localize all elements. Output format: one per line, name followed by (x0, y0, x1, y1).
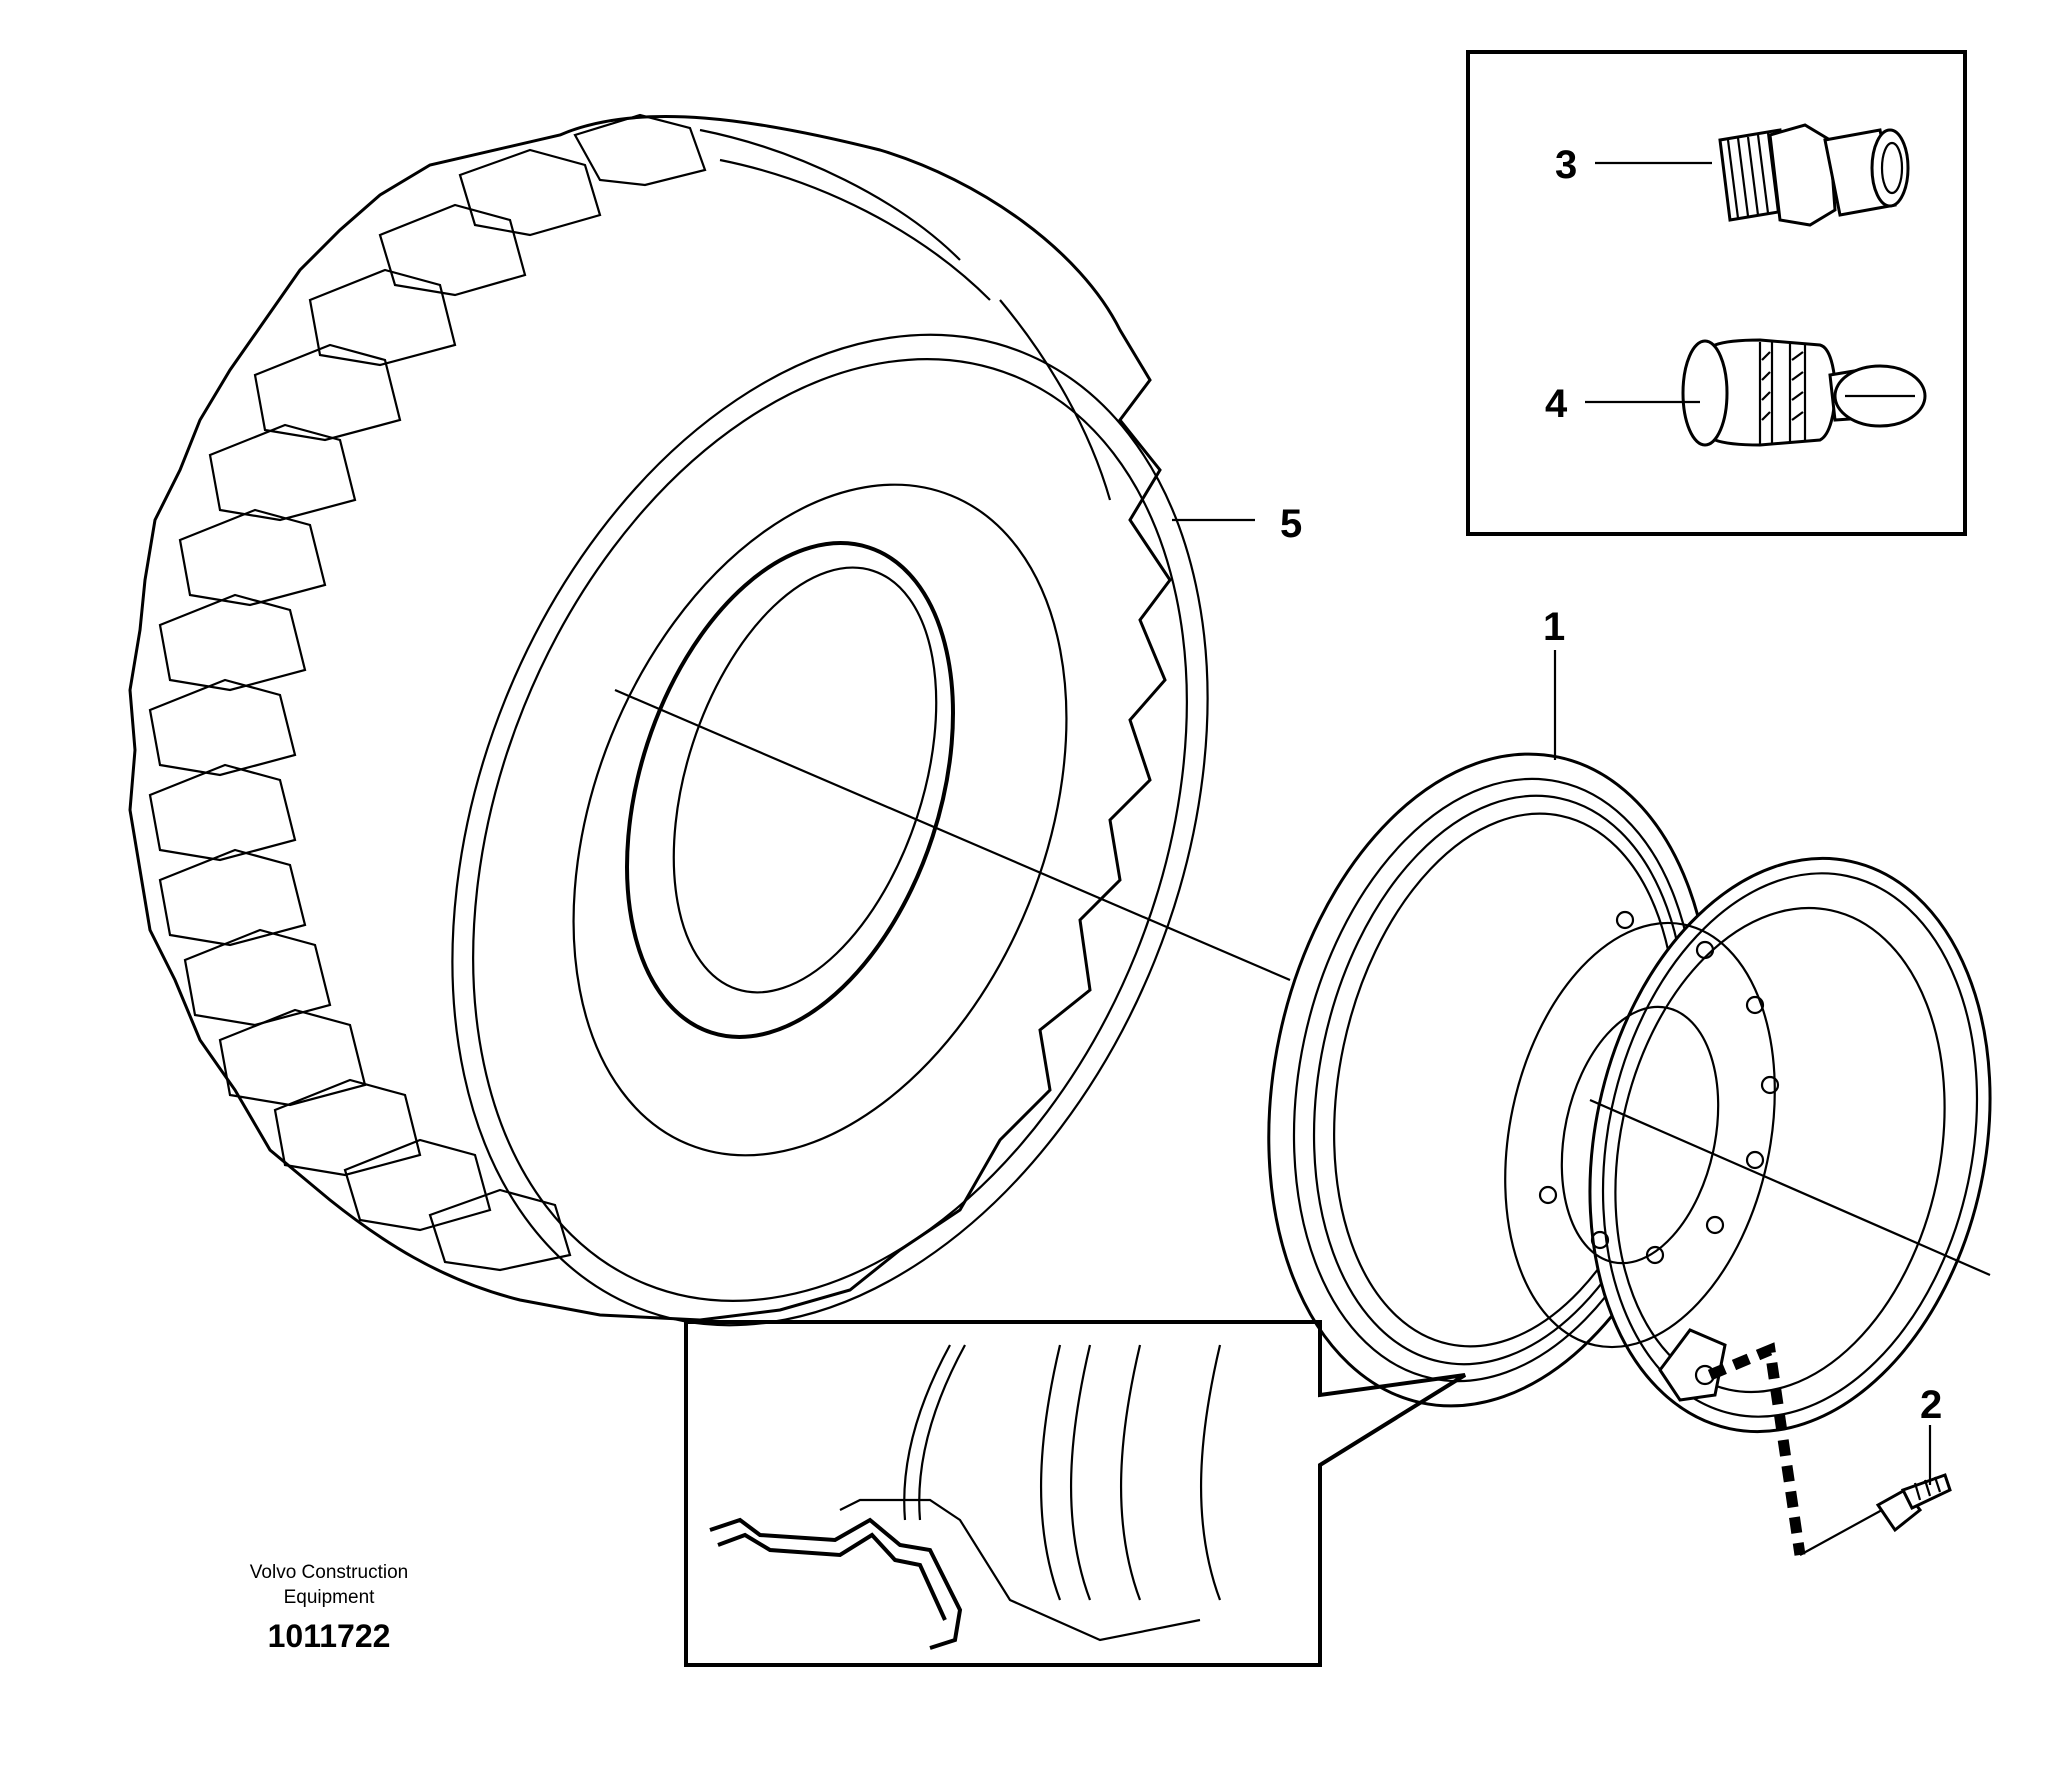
manufacturer-name-line2: Equipment (284, 1587, 376, 1608)
callout-4-label: 4 (1545, 382, 1568, 426)
callout-1-label: 1 (1543, 605, 1565, 649)
callout-2-label: 2 (1920, 1383, 1942, 1427)
cross-section-inset-box (684, 1320, 1467, 1667)
rim-illustration (1267, 752, 1992, 1434)
assembly-line-tire-rim (614, 688, 1291, 982)
valve-stem-illustration (1875, 1473, 1952, 1533)
rim-cross-section-illustration (709, 1344, 1222, 1650)
valve-path-dashed (1707, 1342, 1806, 1556)
drawing-number: 1011722 (268, 1618, 391, 1654)
adapter-fitting-illustration (1718, 123, 1910, 227)
manufacturer-name: Volvo Construction (250, 1562, 408, 1583)
detail-inset-box (1466, 50, 1967, 536)
assembly-line-rim-axle (1589, 1098, 1991, 1277)
tire-illustration (128, 113, 1209, 1327)
valve-cap-illustration (1681, 338, 1927, 447)
callout-5-label: 5 (1280, 502, 1302, 546)
valve-leader-line (1799, 1509, 1883, 1556)
callout-3-label: 3 (1555, 143, 1577, 187)
